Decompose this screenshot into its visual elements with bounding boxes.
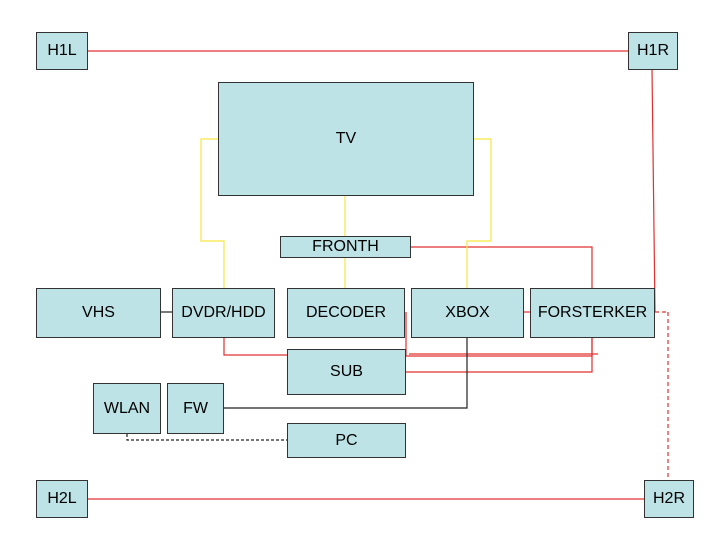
box-pc: PC — [287, 423, 406, 458]
box-h1l: H1L — [36, 32, 88, 70]
box-wlan: WLAN — [93, 383, 161, 434]
box-fronth: FRONTH — [280, 236, 411, 258]
label-h1r: H1R — [636, 42, 669, 59]
box-vhs: VHS — [36, 288, 161, 338]
wire-wlan-pc — [126, 434, 287, 441]
box-decoder: DECODER — [287, 288, 405, 338]
wire-fronth-forsterker — [411, 246, 593, 288]
box-tv: TV — [218, 82, 474, 196]
label-dvdr-hdd: DVDR/HDD — [181, 304, 266, 321]
label-h2r: H2R — [652, 490, 685, 507]
wire-h1r-forsterker — [651, 69, 656, 313]
label-tv: TV — [335, 130, 357, 147]
wire-sub-forsterker-3 — [406, 338, 593, 373]
label-wlan: WLAN — [103, 399, 151, 417]
label-xbox: XBOX — [445, 304, 490, 321]
label-fw: FW — [183, 399, 208, 417]
label-pc: PC — [335, 431, 358, 449]
box-h2l: H2L — [36, 480, 88, 518]
wire-fw-xbox — [224, 338, 468, 409]
label-sub: SUB — [330, 363, 363, 380]
label-h2l: H2L — [47, 490, 77, 507]
label-fronth: FRONTH — [312, 238, 379, 255]
box-h2r: H2R — [644, 480, 694, 518]
label-h1l: H1L — [47, 42, 77, 59]
box-h1r: H1R — [628, 32, 678, 70]
box-fw: FW — [167, 383, 224, 434]
box-forsterker: FORSTERKER — [530, 288, 655, 338]
wire-tv-xbox — [466, 138, 492, 288]
box-sub: SUB — [287, 349, 406, 395]
label-decoder: DECODER — [305, 304, 386, 321]
label-vhs: VHS — [82, 304, 115, 321]
wire-dvdr-sub — [223, 338, 287, 356]
box-dvdr-hdd: DVDR/HDD — [172, 288, 275, 338]
label-forsterker: FORSTERKER — [537, 304, 648, 321]
box-xbox: XBOX — [411, 288, 524, 338]
wire-tv-dvdr — [200, 138, 225, 288]
